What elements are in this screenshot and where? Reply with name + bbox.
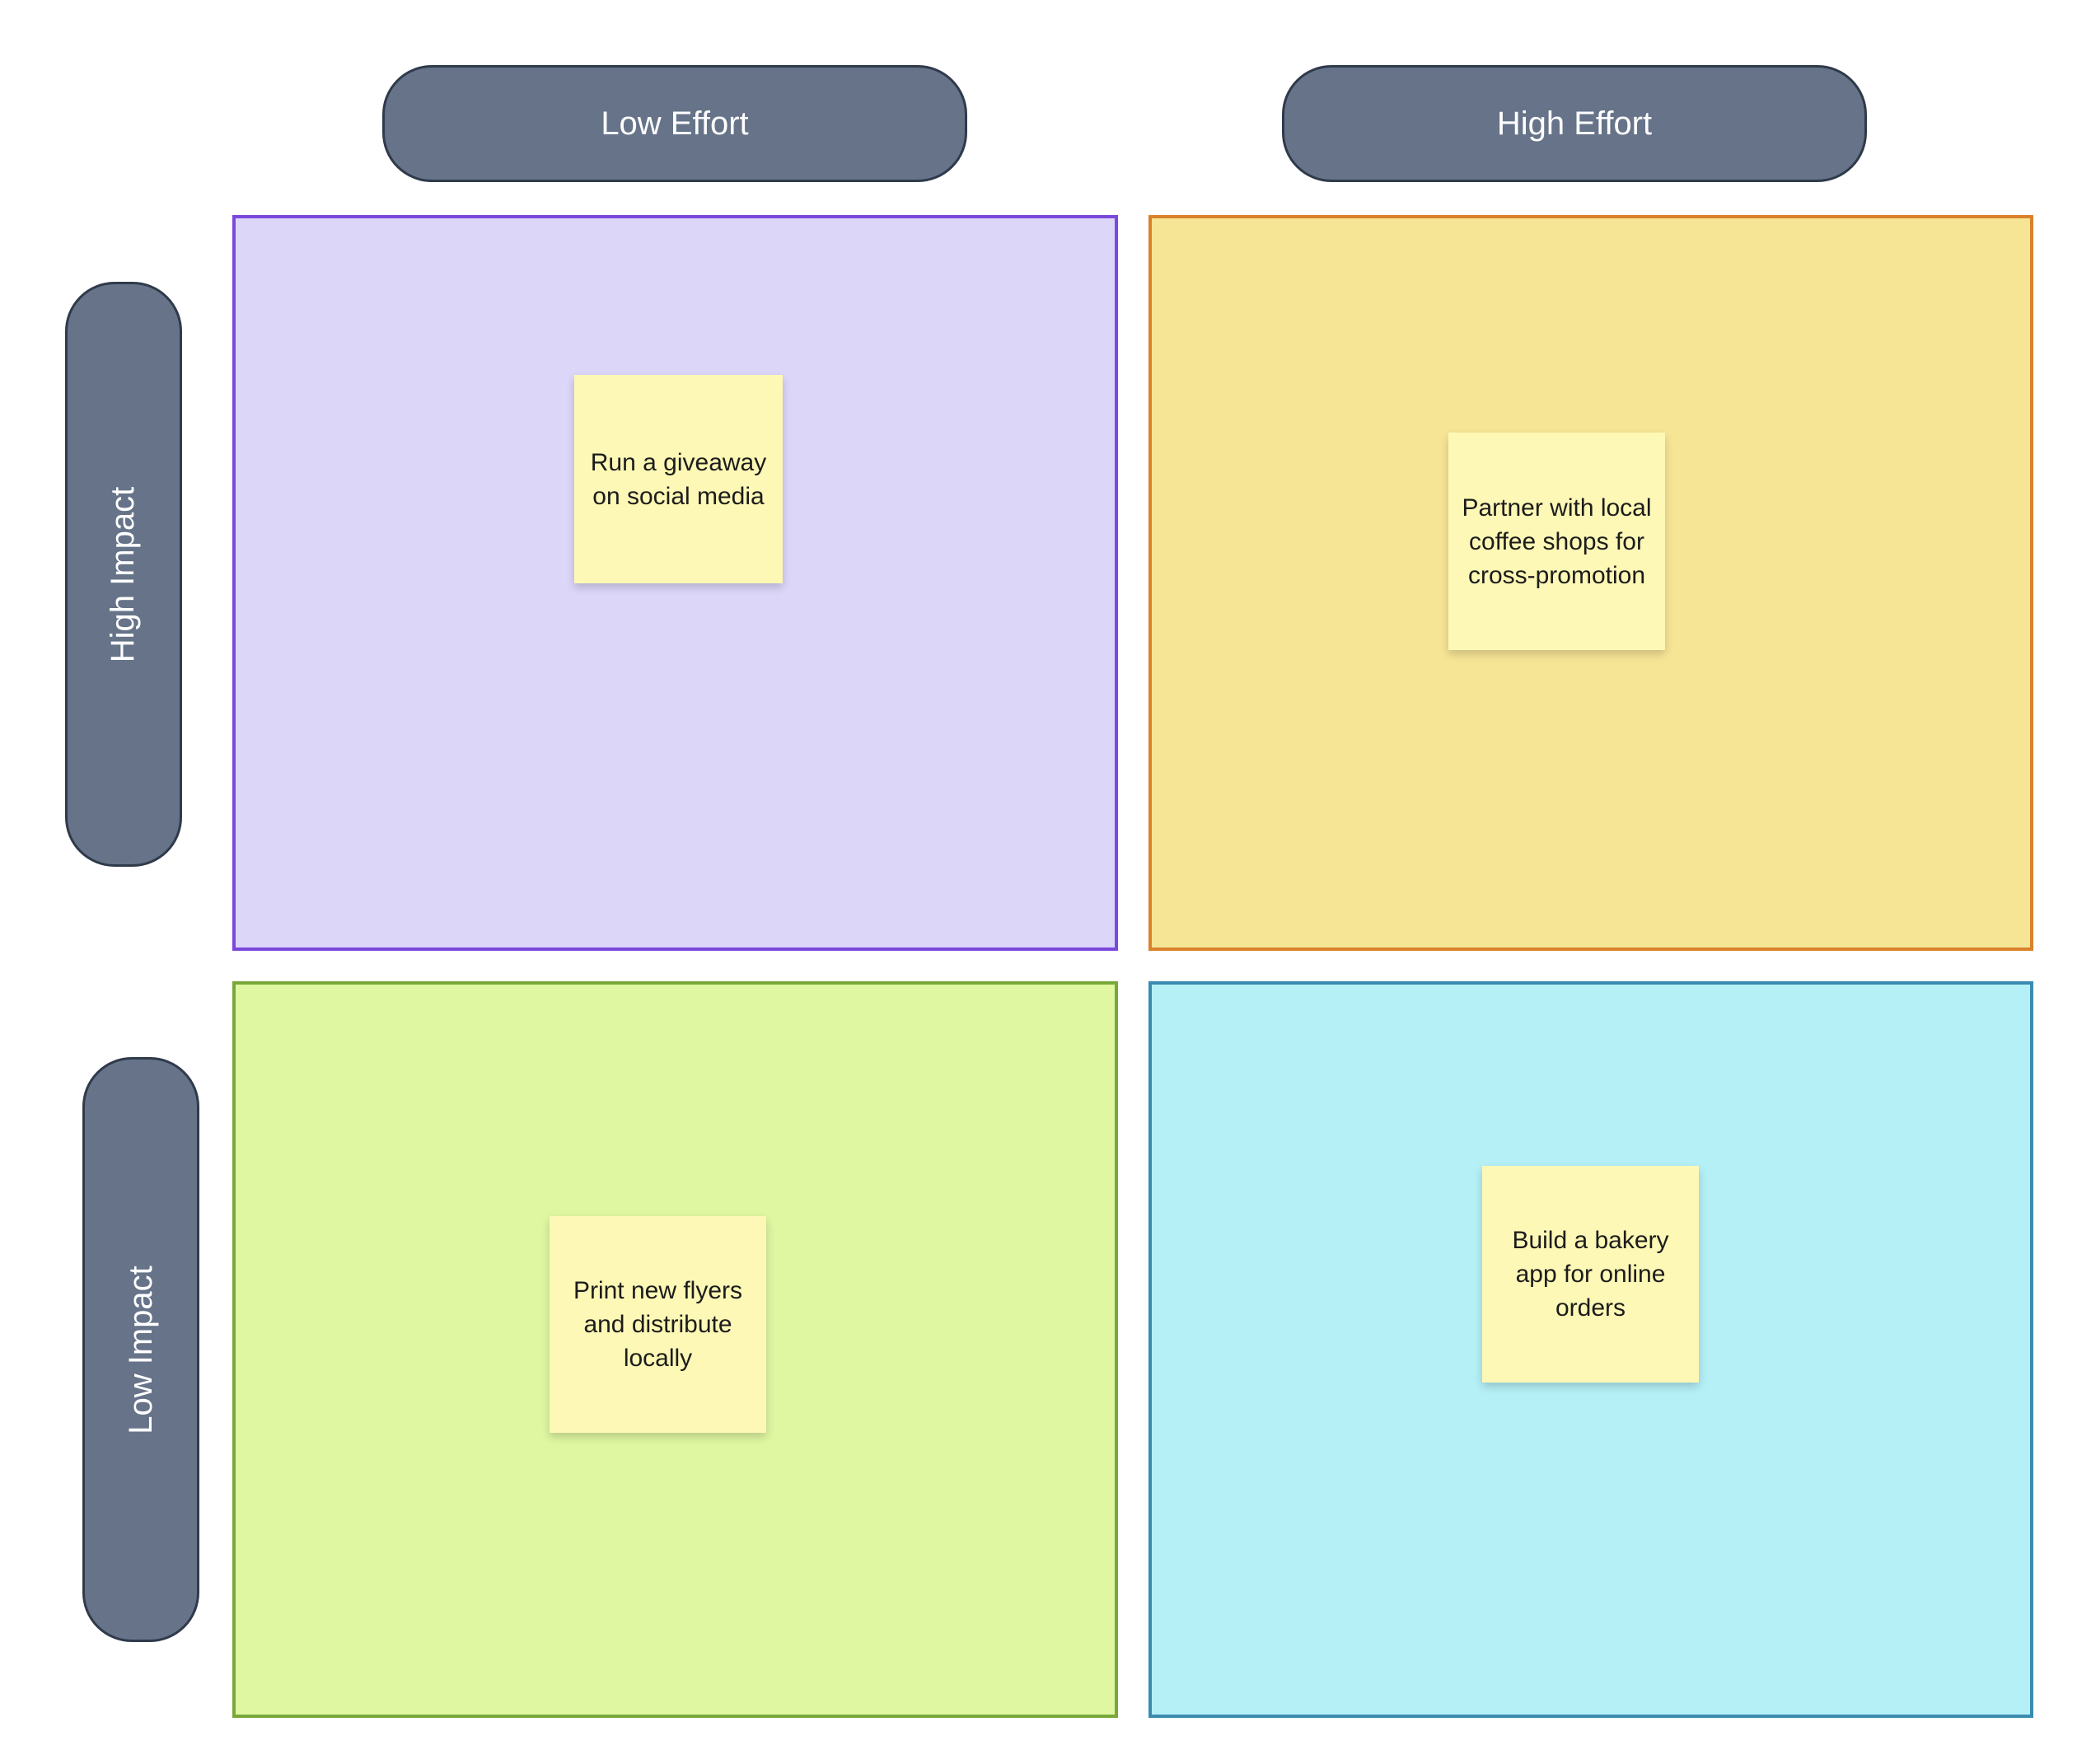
column-label-high-effort: High Effort bbox=[1282, 65, 1867, 182]
column-label-low-effort-text: Low Effort bbox=[601, 105, 749, 142]
sticky-note-text: Partner with local coffee shops for cros… bbox=[1462, 494, 1652, 589]
row-label-high-impact: High Impact bbox=[65, 282, 182, 867]
sticky-note-text: Run a giveaway on social media bbox=[590, 448, 767, 510]
sticky-note[interactable]: Partner with local coffee shops for cros… bbox=[1448, 433, 1665, 650]
row-label-high-impact-text: High Impact bbox=[105, 486, 142, 662]
row-label-low-impact: Low Impact bbox=[82, 1057, 199, 1642]
column-label-low-effort: Low Effort bbox=[382, 65, 967, 182]
column-label-high-effort-text: High Effort bbox=[1496, 105, 1653, 142]
sticky-note[interactable]: Print new flyers and distribute locally bbox=[550, 1216, 766, 1433]
sticky-note[interactable]: Run a giveaway on social media bbox=[574, 375, 783, 583]
sticky-note-text: Build a bakery app for online orders bbox=[1512, 1227, 1669, 1322]
row-label-low-impact-text: Low Impact bbox=[122, 1265, 159, 1434]
sticky-note[interactable]: Build a bakery app for online orders bbox=[1482, 1166, 1699, 1383]
sticky-note-text: Print new flyers and distribute locally bbox=[573, 1277, 743, 1372]
